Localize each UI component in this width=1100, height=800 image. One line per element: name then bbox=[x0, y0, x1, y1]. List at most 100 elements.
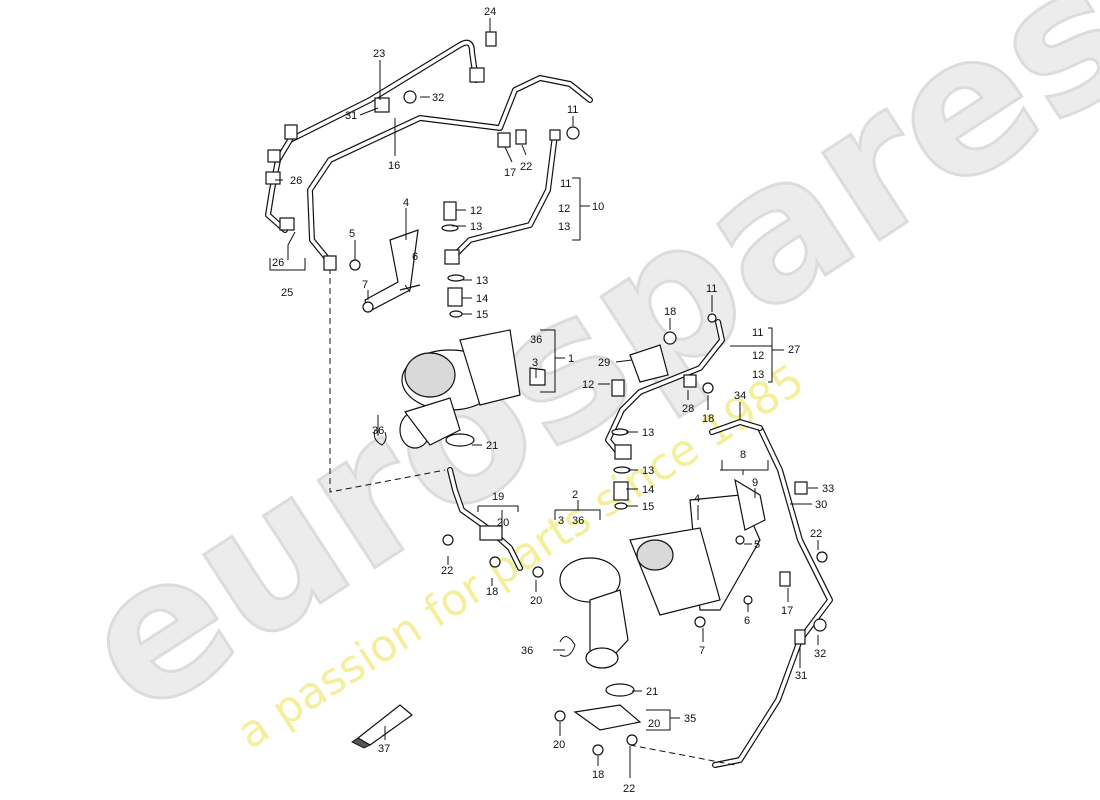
callout-11[interactable]: 11 bbox=[560, 178, 571, 190]
callout-17[interactable]: 17 bbox=[504, 167, 516, 179]
turbocharger-2[interactable] bbox=[554, 478, 828, 756]
callout-22[interactable]: 22 bbox=[520, 161, 532, 173]
callout-1[interactable]: 1 bbox=[568, 353, 574, 365]
callout-11[interactable]: 11 bbox=[706, 283, 717, 295]
callout-14[interactable]: 14 bbox=[642, 484, 654, 496]
clip-31 bbox=[794, 629, 806, 645]
callout-15[interactable]: 15 bbox=[642, 501, 654, 513]
callout-6[interactable]: 6 bbox=[412, 251, 418, 263]
callout-14[interactable]: 14 bbox=[476, 293, 488, 305]
callout-12[interactable]: 12 bbox=[558, 203, 570, 215]
callout-20[interactable]: 20 bbox=[530, 595, 542, 607]
callout-12[interactable]: 12 bbox=[582, 379, 594, 391]
callout-28[interactable]: 28 bbox=[682, 403, 694, 415]
callout-21[interactable]: 21 bbox=[486, 440, 498, 452]
callout-32[interactable]: 32 bbox=[814, 648, 826, 660]
bracket-29 bbox=[629, 344, 669, 383]
bolt-6 bbox=[399, 284, 421, 291]
callout-18[interactable]: 18 bbox=[664, 306, 676, 318]
callout-30[interactable]: 30 bbox=[815, 499, 827, 511]
oil-feed-stack-right bbox=[611, 313, 717, 510]
return-pipe-30[interactable] bbox=[712, 425, 833, 768]
hose-clip-36 bbox=[559, 636, 576, 657]
turbocharger-1[interactable] bbox=[349, 201, 546, 578]
callout-33[interactable]: 33 bbox=[822, 483, 834, 495]
callout-13[interactable]: 13 bbox=[558, 221, 570, 233]
callout-36[interactable]: 36 bbox=[572, 515, 584, 527]
callout-12[interactable]: 12 bbox=[470, 205, 482, 217]
seal-13 bbox=[611, 428, 629, 436]
coolant-pipe-23[interactable] bbox=[265, 39, 479, 233]
callout-34[interactable]: 34 bbox=[734, 390, 746, 402]
callout-16[interactable]: 16 bbox=[388, 160, 400, 172]
callout-29[interactable]: 29 bbox=[598, 357, 610, 369]
callout-20[interactable]: 20 bbox=[553, 739, 565, 751]
callout-25[interactable]: 25 bbox=[281, 287, 293, 299]
callout-26[interactable]: 26 bbox=[272, 257, 284, 269]
callout-13[interactable]: 13 bbox=[476, 275, 488, 287]
callout-20[interactable]: 20 bbox=[497, 517, 509, 529]
bolt-18 bbox=[592, 744, 604, 756]
inlet-pipe-body bbox=[404, 397, 461, 446]
callout-32[interactable]: 32 bbox=[432, 92, 444, 104]
callout-2[interactable]: 2 bbox=[572, 489, 578, 501]
bolt-22 bbox=[816, 551, 828, 563]
callout-20[interactable]: 20 bbox=[648, 718, 660, 730]
callout-18[interactable]: 18 bbox=[702, 413, 714, 425]
callout-4[interactable]: 4 bbox=[403, 197, 409, 209]
callout-31[interactable]: 31 bbox=[345, 110, 357, 122]
callout-13[interactable]: 13 bbox=[752, 369, 764, 381]
callout-22[interactable]: 22 bbox=[810, 528, 822, 540]
callout-5[interactable]: 5 bbox=[349, 228, 355, 240]
callout-18[interactable]: 18 bbox=[486, 586, 498, 598]
callout-7[interactable]: 7 bbox=[362, 279, 368, 291]
callout-3[interactable]: 3 bbox=[558, 515, 564, 527]
banjo-fitting bbox=[614, 444, 632, 460]
callout-22[interactable]: 22 bbox=[441, 565, 453, 577]
callout-22[interactable]: 22 bbox=[623, 783, 635, 795]
callout-8[interactable]: 8 bbox=[740, 449, 746, 461]
callout-37[interactable]: 37 bbox=[378, 743, 390, 755]
callout-13[interactable]: 13 bbox=[642, 465, 654, 477]
callout-26[interactable]: 26 bbox=[290, 175, 302, 187]
callout-7[interactable]: 7 bbox=[699, 645, 705, 657]
callout-18[interactable]: 18 bbox=[592, 769, 604, 781]
bolt-22 bbox=[515, 129, 527, 145]
callout-31[interactable]: 31 bbox=[795, 670, 807, 682]
callout-19[interactable]: 19 bbox=[492, 491, 504, 503]
callout-12[interactable]: 12 bbox=[752, 350, 764, 362]
callout-24[interactable]: 24 bbox=[484, 6, 496, 18]
banjo-bolt-12 bbox=[611, 379, 625, 397]
oil-pipe-16[interactable] bbox=[307, 75, 593, 265]
routing-line bbox=[329, 268, 446, 493]
callout-35[interactable]: 35 bbox=[684, 713, 696, 725]
feed-pipe-10[interactable] bbox=[452, 132, 558, 258]
seal-13 bbox=[447, 274, 465, 282]
callout-21[interactable]: 21 bbox=[646, 686, 658, 698]
callout-6[interactable]: 6 bbox=[744, 615, 750, 627]
callout-13[interactable]: 13 bbox=[470, 221, 482, 233]
callout-36[interactable]: 36 bbox=[372, 425, 384, 437]
feed-pipe-27[interactable] bbox=[605, 319, 725, 455]
callout-3[interactable]: 3 bbox=[532, 357, 538, 369]
callout-15[interactable]: 15 bbox=[476, 309, 488, 321]
bracket-34[interactable] bbox=[709, 419, 763, 435]
callout-27[interactable]: 27 bbox=[788, 344, 800, 356]
callout-36[interactable]: 36 bbox=[521, 645, 533, 657]
callout-4[interactable]: 4 bbox=[694, 493, 700, 505]
callout-5[interactable]: 5 bbox=[754, 539, 760, 551]
callout-17[interactable]: 17 bbox=[781, 605, 793, 617]
nut-32 bbox=[813, 618, 827, 632]
callout-10[interactable]: 10 bbox=[592, 201, 604, 213]
stud-3 bbox=[529, 367, 546, 386]
callout-13[interactable]: 13 bbox=[642, 427, 654, 439]
callout-11[interactable]: 11 bbox=[752, 327, 763, 339]
seal-15 bbox=[449, 310, 463, 318]
callout-11[interactable]: 11 bbox=[567, 104, 578, 116]
callout-9[interactable]: 9 bbox=[752, 477, 758, 489]
sealant-tube-37[interactable] bbox=[351, 704, 413, 749]
bolt-18 bbox=[663, 331, 677, 345]
callout-23[interactable]: 23 bbox=[373, 48, 385, 60]
callout-36[interactable]: 36 bbox=[530, 334, 542, 346]
